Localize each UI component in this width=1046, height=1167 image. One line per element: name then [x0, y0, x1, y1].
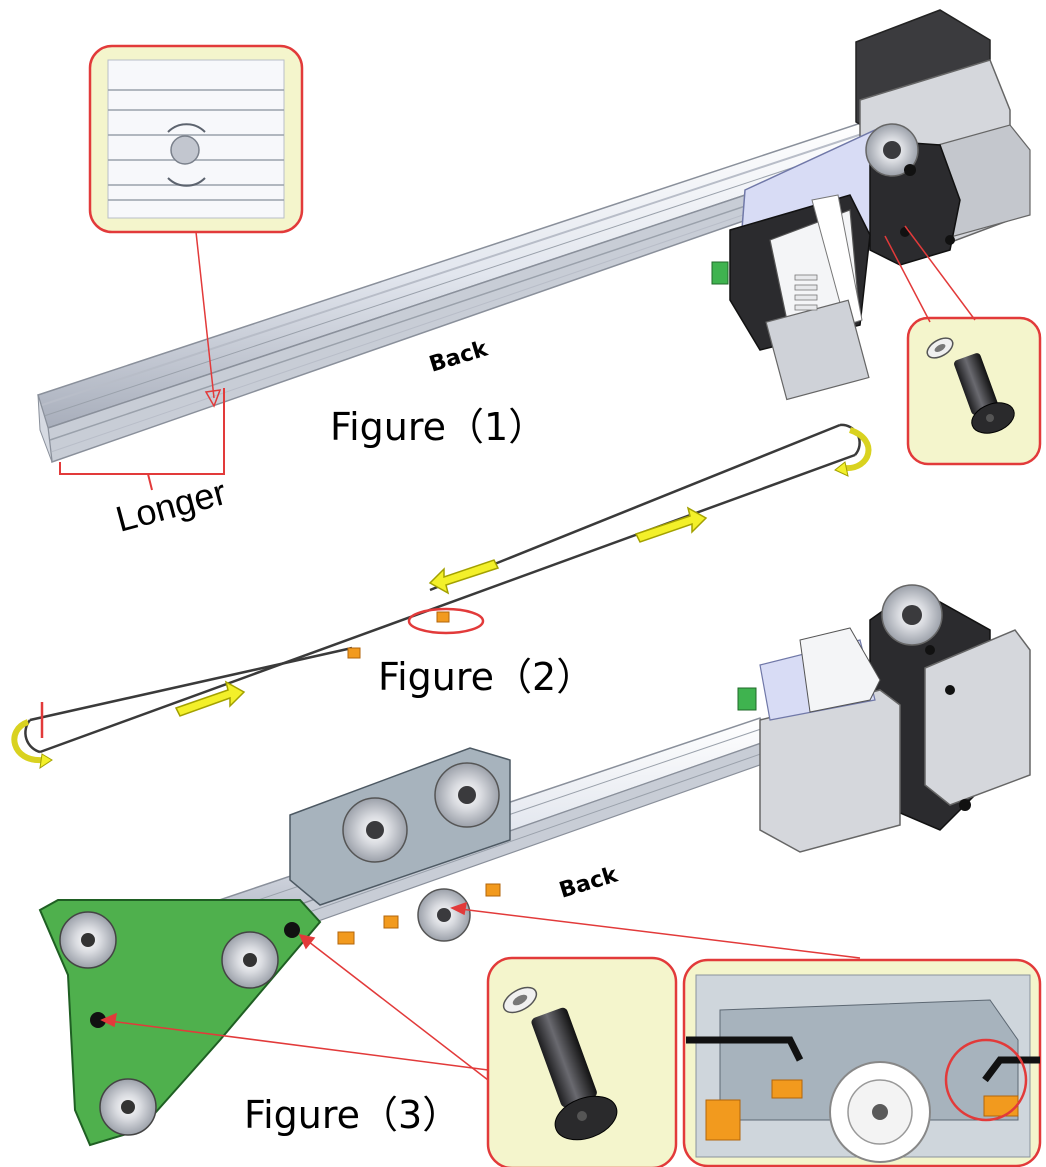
fig3-leader-lines	[100, 901, 861, 1081]
back-label-1: Back	[426, 336, 491, 378]
carriage-block	[289, 747, 511, 945]
longer-dimension-bracket	[59, 388, 225, 491]
figure-2: Figure（2）	[11, 423, 872, 770]
pulley-turn-arrows	[11, 427, 872, 764]
extruder-motor-assembly-3	[737, 584, 1031, 853]
screw-callout-3	[486, 956, 678, 1167]
belt-direction-arrows	[174, 506, 708, 717]
figure-2-caption: Figure（2）	[378, 655, 594, 699]
rail-slot-callout	[88, 44, 304, 234]
screw-callout-1	[906, 316, 1042, 466]
figure-1: Back Figure（1） Longer	[37, 9, 1042, 540]
figure-3: Back Figure（3）	[38, 584, 1042, 1167]
belt-clip-zoom-callout	[682, 958, 1042, 1167]
figure-3-caption: Figure（3）	[244, 1093, 460, 1137]
longer-label: Longer	[111, 471, 230, 540]
callout-leader-1	[195, 231, 222, 408]
extrusion-rail-1	[37, 119, 885, 464]
timing-belt	[24, 423, 861, 754]
back-label-3: Back	[556, 862, 621, 904]
extruder-motor-assembly	[711, 9, 1031, 401]
green-end-plate	[38, 899, 322, 1147]
figure-1-caption: Figure（1）	[330, 405, 546, 449]
callout-leader-2	[884, 225, 976, 323]
